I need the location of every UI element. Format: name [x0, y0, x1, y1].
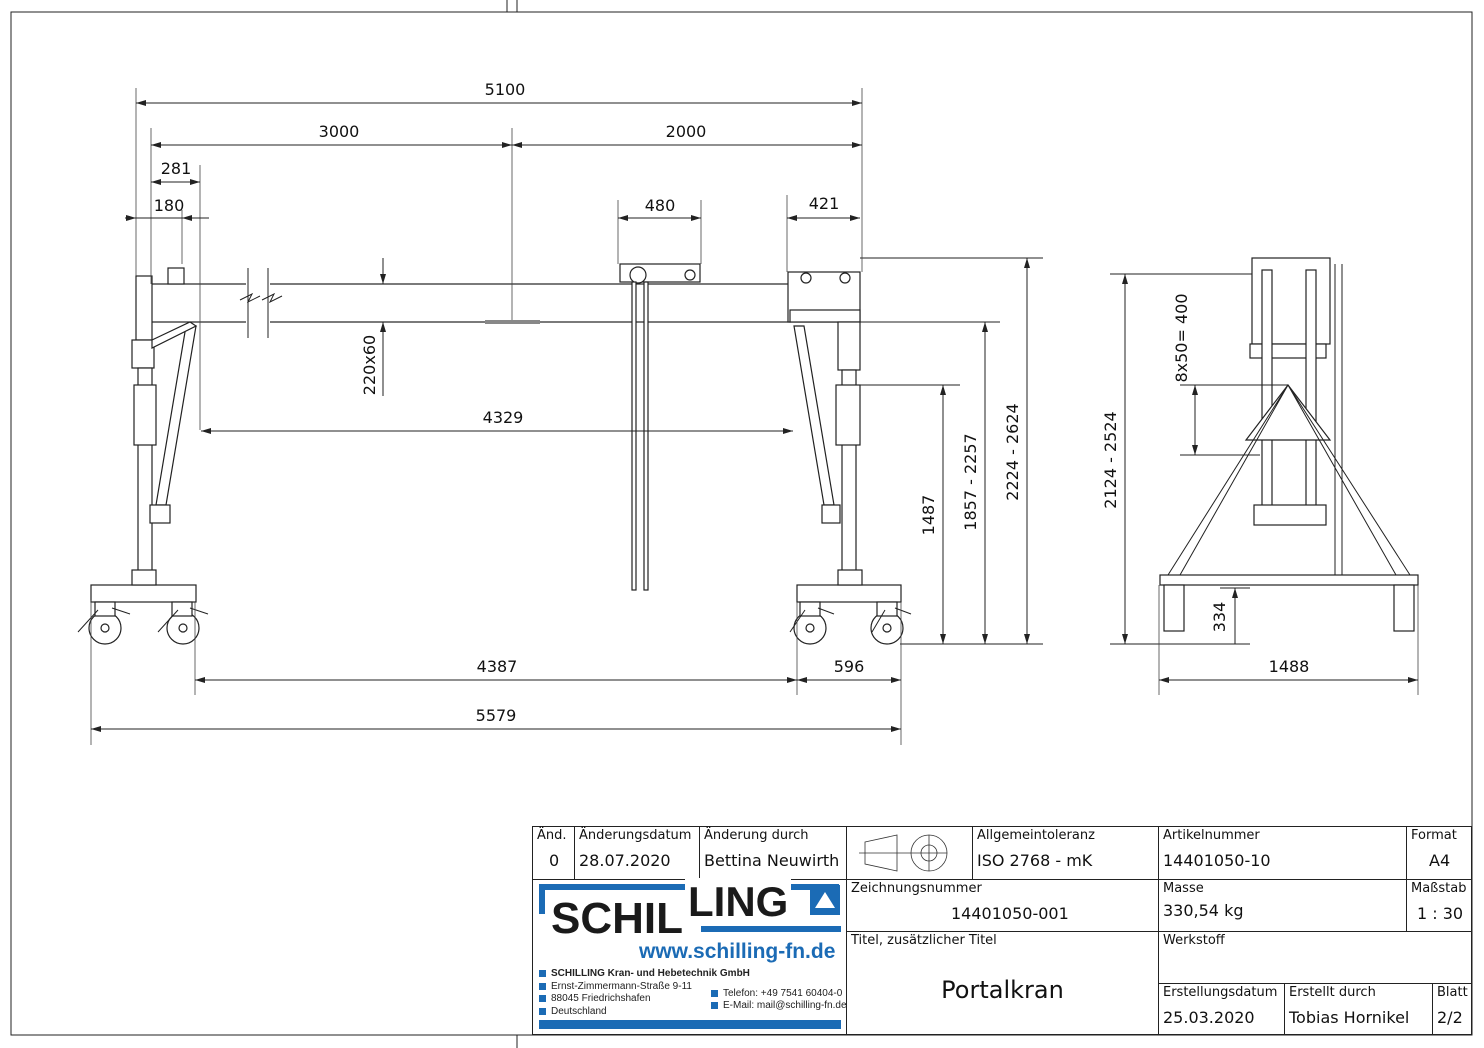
dim-180: 180: [154, 196, 185, 215]
title-cell: Titel, zusätzlicher Titel Portalkran: [846, 931, 1159, 1035]
created-by-label: Erstellt durch: [1289, 985, 1376, 1000]
logo-triangle-icon: [810, 885, 840, 915]
dimension-lines: [90, 88, 1419, 745]
company-phone: Telefon: +49 7541 60404-0: [723, 988, 843, 999]
dim-2224-2624: 2224 - 2624: [1003, 403, 1022, 500]
sheet-value: 2/2: [1437, 1008, 1463, 1027]
revision-value: 0: [549, 851, 560, 870]
dim-281: 281: [161, 159, 192, 178]
dim-5100: 5100: [485, 80, 526, 99]
drawing-border: [10, 11, 1473, 1036]
changed-by-value: Bettina Neuwirth: [704, 851, 840, 870]
format-value: A4: [1429, 851, 1451, 870]
dim-220x60: 220x60: [360, 335, 379, 395]
dim-2124-2524: 2124 - 2524: [1101, 411, 1120, 508]
scale-label: Maßstab: [1411, 881, 1467, 896]
drawing-number-label: Zeichnungsnummer: [851, 881, 982, 896]
dim-4387: 4387: [477, 657, 518, 676]
dim-8x50-400: 8x50= 400: [1172, 293, 1191, 382]
dim-1857-2257: 1857 - 2257: [961, 433, 980, 530]
projection-symbol-icon: [859, 834, 948, 872]
created-by-cell: Erstellt durch Tobias Hornikel: [1284, 983, 1433, 1035]
scale-value: 1 : 30: [1417, 904, 1464, 923]
side-view: [1110, 257, 1419, 645]
drawing-title: Portalkran: [941, 976, 1064, 1004]
article-cell: Artikelnummer 14401050-10: [1158, 826, 1407, 880]
drawing-number-cell: Zeichnungsnummer 14401050-001: [846, 879, 1159, 932]
company-email[interactable]: E-Mail: mail@schilling-fn.de: [723, 1000, 847, 1011]
dim-1487: 1487: [919, 495, 938, 536]
mass-cell: Masse 330,54 kg: [1158, 879, 1407, 932]
tolerance-cell: Allgemeintoleranz ISO 2768 - mK: [972, 826, 1159, 880]
article-value: 14401050-10: [1163, 851, 1271, 870]
change-date-value: 28.07.2020: [579, 851, 671, 870]
change-date-label: Änderungsdatum: [579, 828, 692, 843]
created-date-cell: Erstellungsdatum 25.03.2020: [1158, 983, 1285, 1035]
logo-text-2: LING: [685, 878, 792, 926]
scale-cell: Maßstab 1 : 30: [1406, 879, 1472, 932]
company-street: Ernst-Zimmermann-Straße 9-11: [551, 981, 692, 992]
dim-5579: 5579: [476, 706, 517, 725]
changed-by-label: Änderung durch: [704, 828, 809, 843]
created-date-label: Erstellungsdatum: [1163, 985, 1278, 1000]
dim-3000: 3000: [319, 122, 360, 141]
company-country: Deutschland: [551, 1006, 607, 1017]
created-date-value: 25.03.2020: [1163, 1008, 1255, 1027]
logo-text-1: SCHIL: [551, 894, 683, 943]
material-cell: Werkstoff: [1158, 931, 1472, 984]
front-view: [77, 128, 1043, 645]
left-upright: [135, 275, 153, 341]
mass-value: 330,54 kg: [1163, 901, 1244, 920]
dim-480: 480: [645, 196, 676, 215]
material-label: Werkstoff: [1163, 933, 1225, 948]
article-label: Artikelnummer: [1163, 828, 1260, 843]
mass-label: Masse: [1163, 881, 1204, 896]
created-by-value: Tobias Hornikel: [1289, 1008, 1410, 1027]
company-logo-cell: SCHIL LING www.schilling-fn.de SCHILLING…: [532, 878, 847, 1035]
dim-2000: 2000: [666, 122, 707, 141]
drawing-number-value: 14401050-001: [951, 904, 1069, 923]
revision-cell: Änd. 0: [532, 826, 575, 880]
company-name: SCHILLING Kran- und Hebetechnik GmbH: [551, 968, 750, 979]
format-label: Format: [1411, 828, 1457, 843]
dim-334: 334: [1210, 602, 1229, 633]
dim-596: 596: [834, 657, 865, 676]
tolerance-value: ISO 2768 - mK: [977, 851, 1093, 870]
revision-label: Änd.: [537, 828, 567, 843]
dim-421: 421: [809, 194, 840, 213]
changed-by-cell: Änderung durch Bettina Neuwirth: [699, 826, 847, 880]
format-cell: Format A4: [1406, 826, 1472, 880]
company-city: 88045 Friedrichshafen: [551, 993, 651, 1004]
hoist-chain: [631, 281, 637, 591]
dim-1488: 1488: [1269, 657, 1310, 676]
sheet-cell: Blatt 2/2: [1432, 983, 1472, 1035]
projection-symbol-cell: [846, 826, 973, 880]
company-website[interactable]: www.schilling-fn.de: [639, 940, 836, 963]
tolerance-label: Allgemeintoleranz: [977, 828, 1095, 843]
sheet-label: Blatt: [1437, 985, 1468, 1000]
change-date-cell: Änderungsdatum 28.07.2020: [574, 826, 700, 880]
dim-4329: 4329: [483, 408, 524, 427]
title-label: Titel, zusätzlicher Titel: [851, 933, 997, 948]
